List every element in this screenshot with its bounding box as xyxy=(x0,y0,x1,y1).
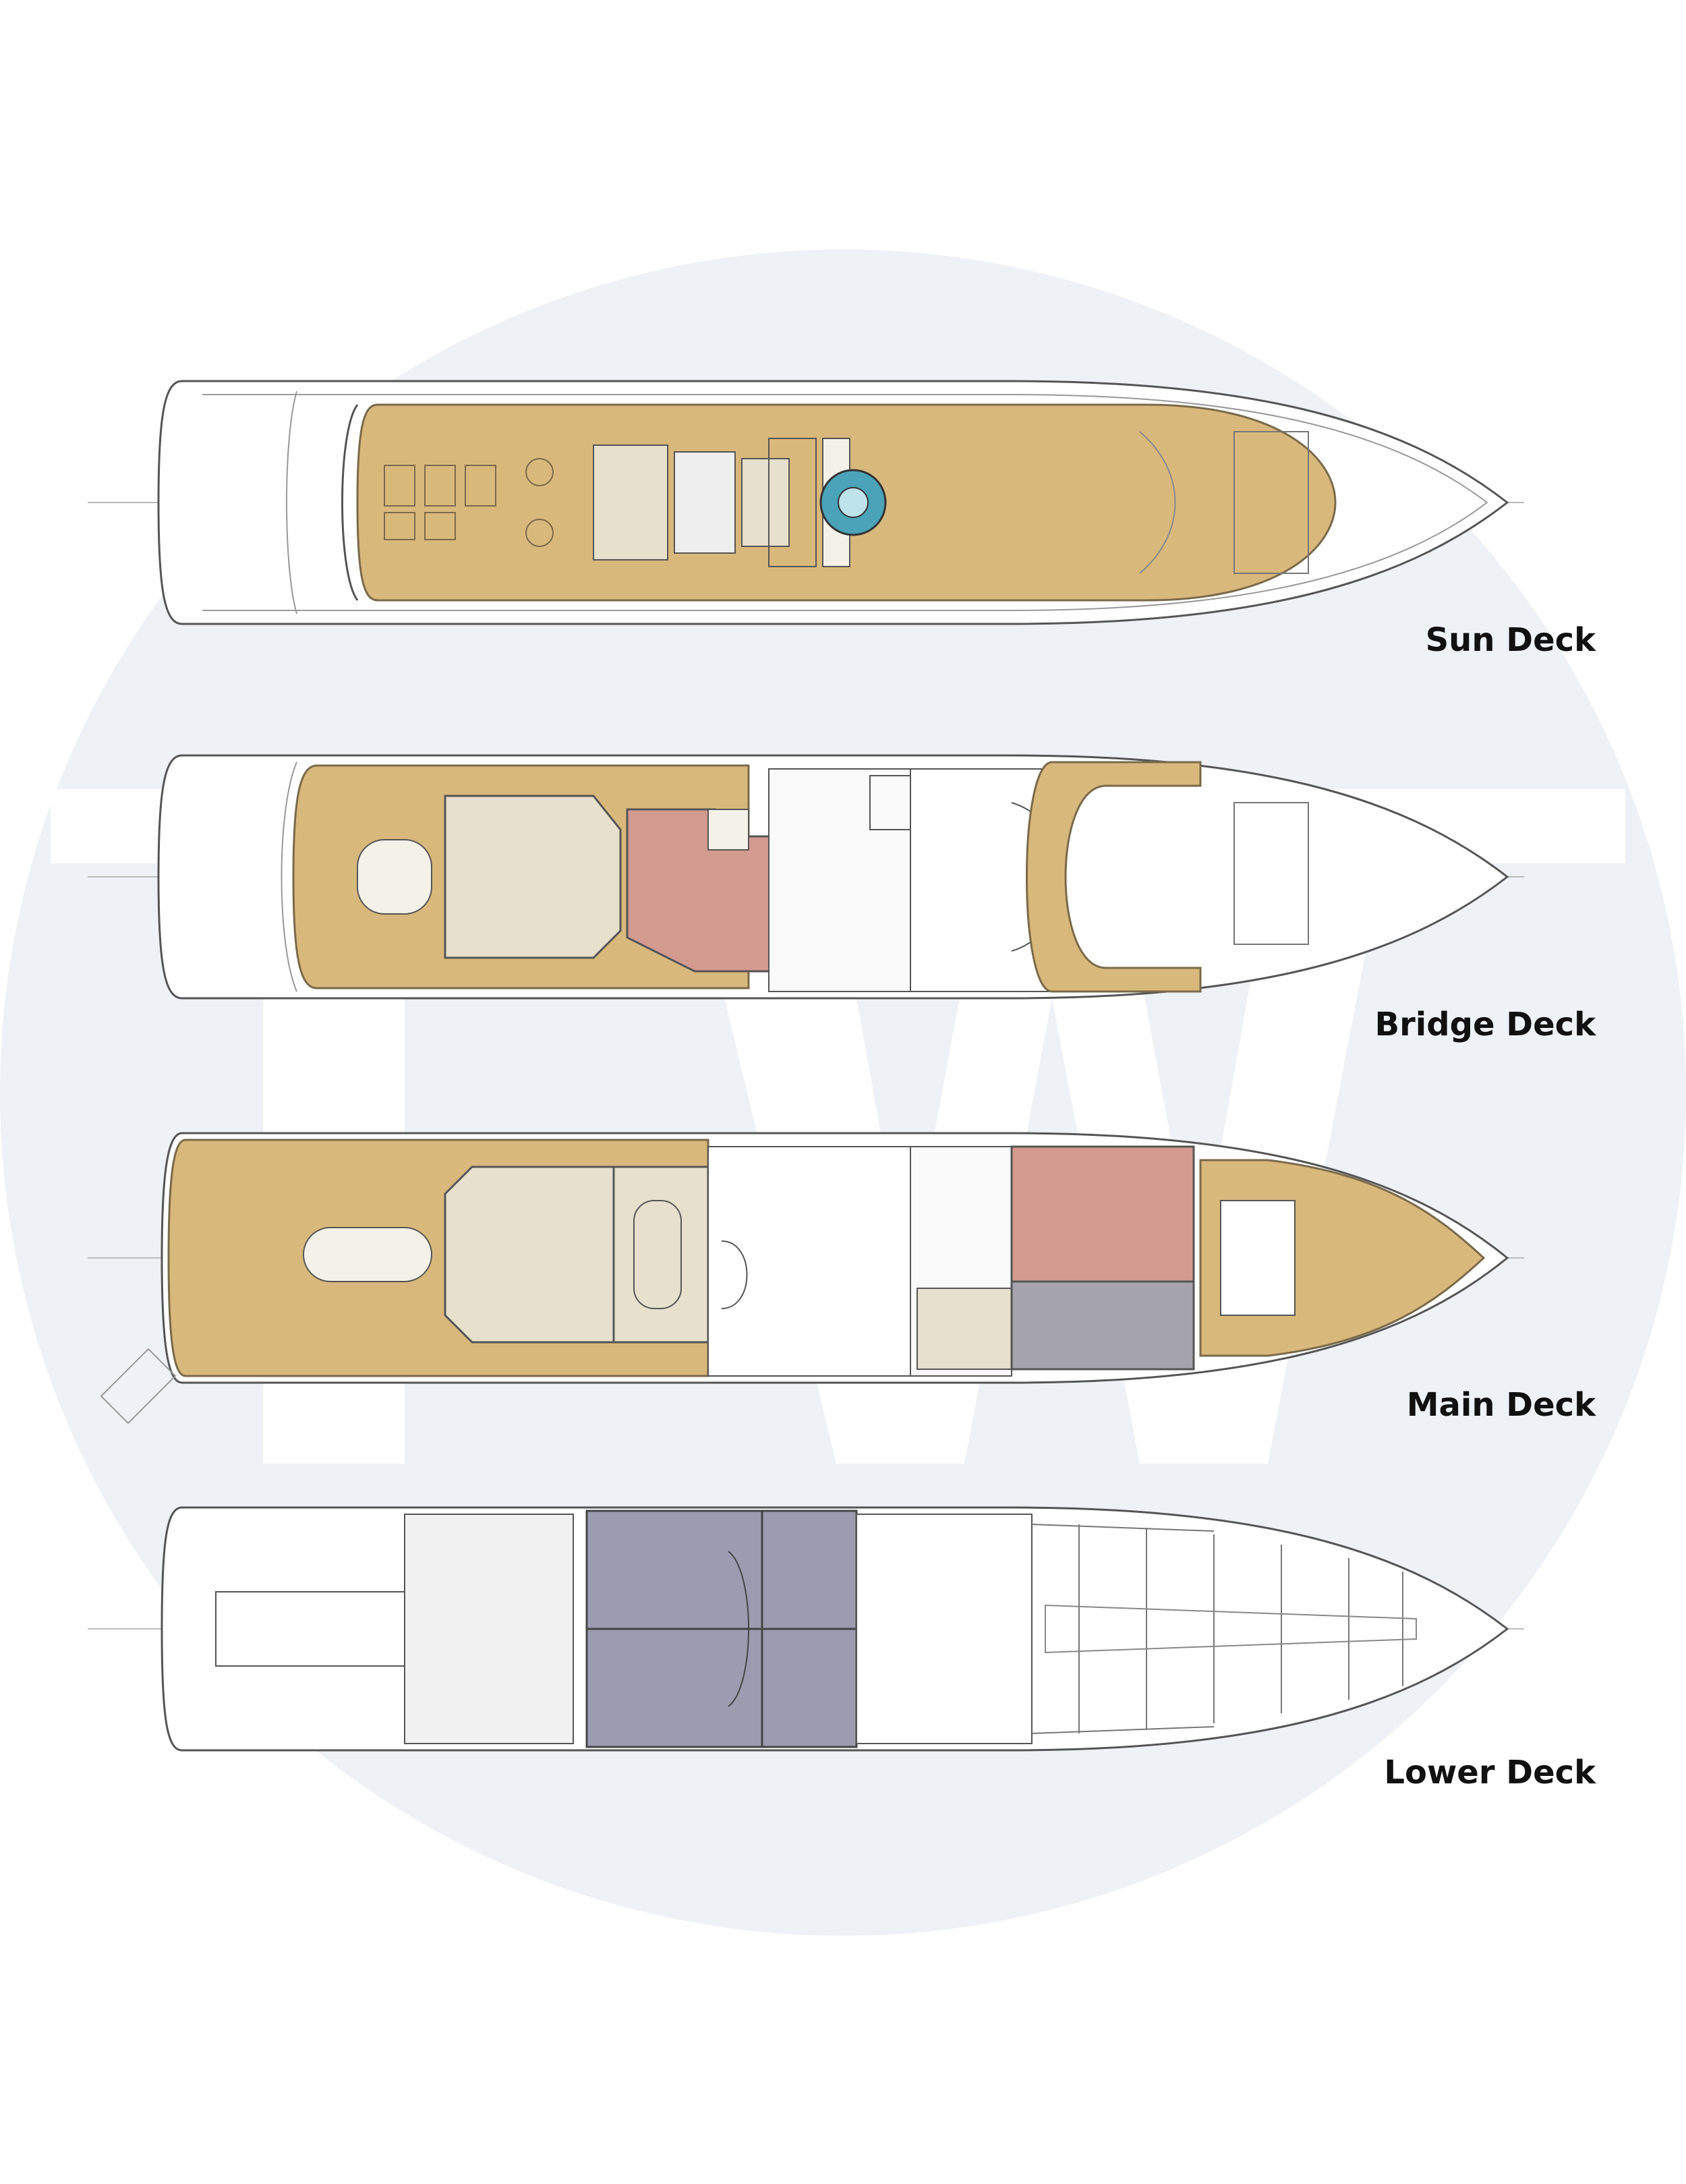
main-deck-label: Main Deck xyxy=(1407,1386,1596,1424)
main-vip-suite xyxy=(1010,1145,1195,1283)
main-salon xyxy=(444,1166,615,1344)
main-crew-area xyxy=(1010,1280,1195,1371)
lower-deck-plan xyxy=(88,1506,1524,1752)
lower-crew-mess xyxy=(404,1514,574,1744)
main-office xyxy=(917,1288,1012,1370)
bridge-deck-label: Bridge Deck xyxy=(1375,1006,1597,1043)
main-dining xyxy=(612,1166,709,1344)
lower-deck-label: Lower Deck xyxy=(1384,1754,1596,1791)
sun-deck-plan xyxy=(88,380,1524,625)
bridge-salon xyxy=(444,795,622,959)
main-deck-plan xyxy=(88,1132,1524,1425)
bridge-foredeck-teak xyxy=(1026,761,1202,993)
sun-deck-label: Sun Deck xyxy=(1426,621,1596,659)
bridge-deck-plan xyxy=(88,754,1524,1000)
